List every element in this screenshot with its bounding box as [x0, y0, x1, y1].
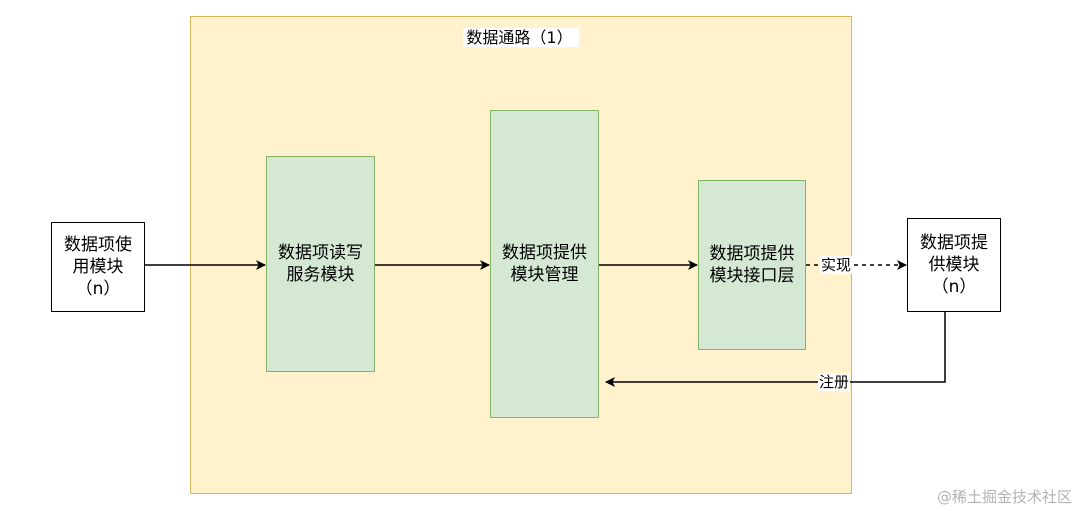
provider-module-label: 数据项提 供模块 （n）: [920, 233, 988, 297]
consumer-module-label: 数据项使 用模块 （n）: [64, 235, 132, 299]
provider-module-node[interactable]: 数据项提 供模块 （n）: [907, 218, 1001, 312]
edge-provider-register-to-manager: [605, 312, 946, 387]
container-title: 数据通路（1）: [191, 28, 851, 48]
read-write-service-node[interactable]: 数据项读写 服务模块: [266, 156, 375, 372]
read-write-service-label: 数据项读写 服务模块: [278, 243, 363, 285]
provider-interface-node[interactable]: 数据项提供 模块接口层: [698, 180, 806, 350]
provider-interface-label: 数据项提供 模块接口层: [709, 244, 795, 286]
provider-manager-node[interactable]: 数据项提供 模块管理: [490, 110, 599, 418]
watermark-text: @稀土掘金技术社区: [936, 488, 1072, 506]
provider-manager-label: 数据项提供 模块管理: [502, 243, 587, 285]
implements-edge-label: 实现: [820, 256, 853, 274]
consumer-module-node[interactable]: 数据项使 用模块 （n）: [51, 222, 145, 312]
register-edge-label: 注册: [818, 373, 851, 391]
